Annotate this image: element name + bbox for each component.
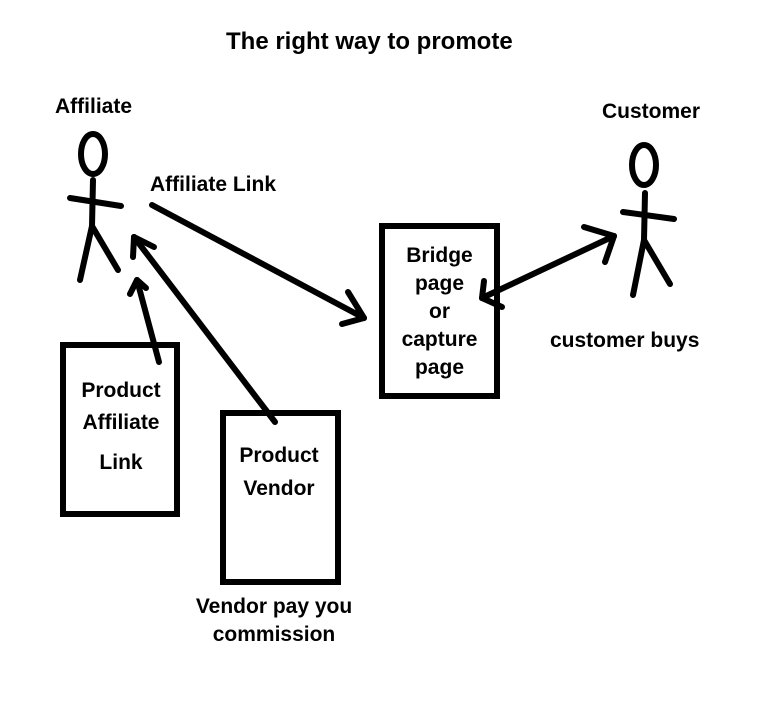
bridge-page-box [379, 223, 500, 399]
affiliate-link-label: Affiliate Link [150, 173, 277, 196]
customer-arms [620, 209, 677, 222]
product-affiliate-link-text: Product Affiliate Link [63, 377, 179, 477]
vendor-pay-line: Vendor pay you [195, 595, 353, 618]
bridge-page-line: or [429, 300, 450, 323]
product-vendor-line: Vendor [243, 477, 315, 500]
customer-left-leg [630, 237, 647, 298]
affiliate-arms [67, 195, 124, 209]
bridge-page-line: capture [401, 328, 478, 351]
customer-right-leg [641, 237, 673, 287]
product-affiliate-link-line: Affiliate [82, 411, 160, 434]
vendor-pay-line: commission [212, 623, 336, 646]
customer-head [629, 142, 659, 188]
bridge-customer-double-arrow [479, 224, 617, 310]
affiliate-stick-figure [67, 131, 124, 283]
vendor-to-affiliate-arrow [130, 234, 278, 425]
vendor-pay-note: Vendor pay you commission [180, 593, 368, 649]
affiliate-head [78, 131, 108, 177]
affiliate-left-leg [77, 223, 95, 283]
product-affiliate-link-box [60, 342, 180, 517]
diagram-title: The right way to promote [226, 28, 513, 55]
product-vendor-text: Product Vendor [222, 442, 336, 503]
product-affiliate-link-line: Link [99, 451, 143, 474]
affiliate-right-leg [89, 223, 121, 273]
affiliate-label: Affiliate [55, 95, 133, 118]
product-vendor-box [220, 410, 341, 585]
bridge-page-line: Bridge [406, 244, 473, 267]
product-vendor-line: Product [239, 444, 319, 467]
bridge-page-text: Bridge page or capture page [382, 242, 497, 382]
customer-stick-figure [620, 142, 677, 298]
customer-label: Customer [602, 100, 701, 123]
bridge-page-line: page [414, 356, 464, 379]
product-affiliate-link-line: Product [81, 379, 161, 402]
product-link-to-affiliate-arrow [127, 277, 162, 365]
affiliate-link-arrow [149, 202, 367, 327]
customer-buys-note: customer buys [550, 329, 700, 352]
bridge-page-line: page [414, 272, 464, 295]
